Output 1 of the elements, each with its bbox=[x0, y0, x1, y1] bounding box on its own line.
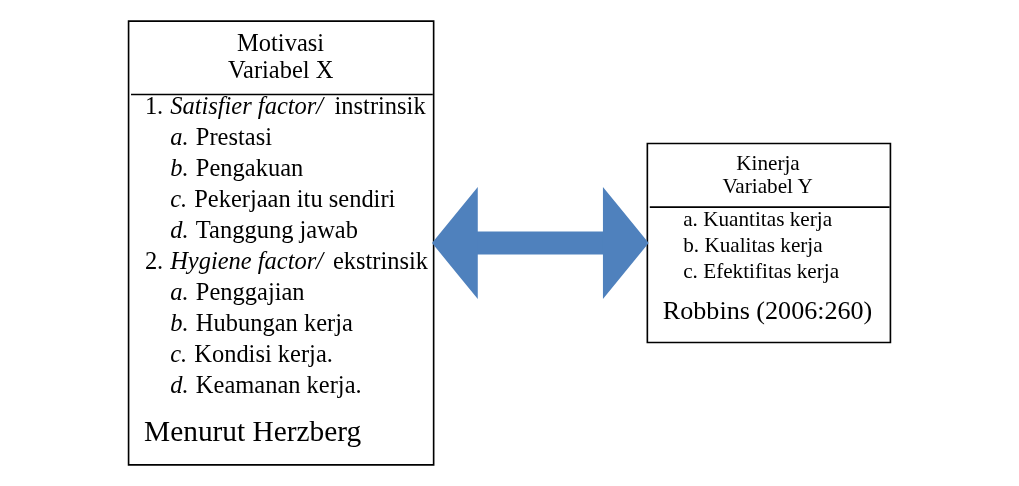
arrow bbox=[432, 186, 649, 300]
